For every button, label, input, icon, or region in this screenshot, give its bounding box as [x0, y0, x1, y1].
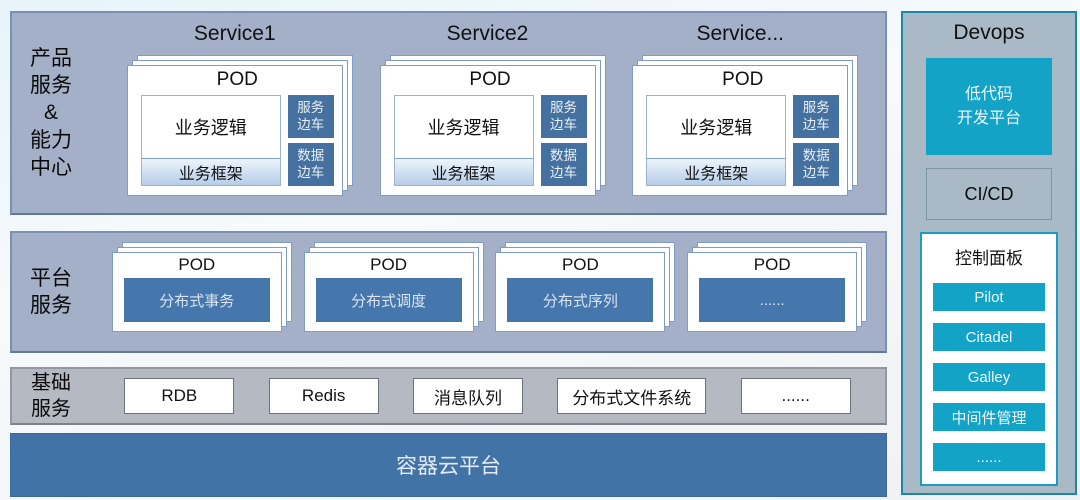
business-container: 业务逻辑 业务框架 [646, 95, 787, 186]
rdb-box: RDB [124, 378, 235, 414]
ellipsis-box: ...... [699, 278, 846, 322]
redis-box: Redis [268, 378, 379, 414]
pod-card: POD 分布式调度 [303, 252, 474, 332]
data-sidecar-box: 数据 边车 [540, 143, 587, 186]
band-label-product: 产品 服务 & 能力 中心 [30, 46, 72, 179]
business-framework-box: 业务框架 [141, 158, 280, 185]
pod-card: POD ...... [687, 252, 858, 332]
ellipsis-box: ...... [740, 378, 851, 414]
service-group-3: Service... POD 业务逻辑 业务框架 服务 边车 [632, 13, 859, 213]
pod-stack: POD 业务逻辑 业务框架 服务 边车 数据 边车 [632, 55, 859, 196]
architecture-diagram: 产品 服务 & 能力 中心 Service1 POD 业务逻辑 业务框架 [10, 11, 887, 497]
pod-body: 业务逻辑 业务框架 服务 边车 数据 边车 [393, 95, 587, 186]
service-group-1: Service1 POD 业务逻辑 业务框架 服务 边车 [126, 13, 353, 213]
pod-card: POD 业务逻辑 业务框架 服务 边车 数据 边车 [126, 65, 343, 196]
service-title: Service... [696, 22, 785, 45]
business-framework-box: 业务框架 [647, 158, 786, 185]
platform-pod-stack: POD ...... [687, 242, 868, 332]
platform-pod-stack: POD 分布式调度 [303, 242, 484, 332]
container-cloud-platform-bar: 容器云平台 [10, 433, 887, 497]
pod-title: POD [469, 69, 511, 90]
middleware-management-box: 中间件管理 [933, 403, 1045, 431]
band-label-platform: 平台 服务 [30, 266, 72, 317]
sidecar-column: 服务 边车 数据 边车 [540, 95, 587, 186]
service-sidecar-box: 服务 边车 [793, 95, 840, 138]
sidecar-column: 服务 边车 数据 边车 [287, 95, 334, 186]
galley-box: Galley [933, 363, 1045, 391]
business-framework-box: 业务框架 [394, 158, 533, 185]
data-sidecar-box: 数据 边车 [287, 143, 334, 186]
pod-body: 业务逻辑 业务框架 服务 边车 数据 边车 [140, 95, 334, 186]
business-logic-box: 业务逻辑 [174, 118, 247, 138]
band-label-basic: 基础 服务 [31, 372, 71, 420]
pod-title: POD [561, 255, 599, 274]
pod-title: POD [753, 255, 791, 274]
pod-body: 业务逻辑 业务框架 服务 边车 数据 边车 [646, 95, 840, 186]
service-sidecar-box: 服务 边车 [287, 95, 334, 138]
band-product-services: 产品 服务 & 能力 中心 Service1 POD 业务逻辑 业务框架 [10, 11, 887, 215]
pod-title: POD [216, 69, 258, 90]
platform-pod-stack: POD 分布式序列 [495, 242, 676, 332]
ellipsis-box: ...... [933, 443, 1045, 471]
lowcode-platform-box: 低代码 开发平台 [926, 58, 1052, 155]
data-sidecar-box: 数据 边车 [793, 143, 840, 186]
message-queue-box: 消息队列 [412, 378, 523, 414]
devops-column: Devops 低代码 开发平台 CI/CD 控制面板 Pilot Citadel… [901, 11, 1077, 495]
distributed-transaction-box: 分布式事务 [123, 278, 270, 322]
pod-title: POD [722, 69, 764, 90]
platform-pod-stack: POD 分布式事务 [111, 242, 292, 332]
pod-stack: POD 业务逻辑 业务框架 服务 边车 数据 边车 [379, 55, 606, 196]
devops-title: Devops [953, 21, 1025, 44]
pod-card: POD 业务逻辑 业务框架 服务 边车 数据 边车 [379, 65, 596, 196]
distributed-scheduler-box: 分布式调度 [315, 278, 462, 322]
distributed-sequence-box: 分布式序列 [507, 278, 654, 322]
platform-pod-row: POD 分布式事务 POD 分布式调度 POD 分布式序列 [90, 242, 885, 332]
service-title: Service2 [446, 22, 529, 45]
business-logic-box: 业务逻辑 [680, 118, 753, 138]
business-logic-box: 业务逻辑 [427, 118, 500, 138]
cicd-box: CI/CD [926, 168, 1052, 220]
business-container: 业务逻辑 业务框架 [140, 95, 281, 186]
citadel-box: Citadel [933, 323, 1045, 351]
business-container: 业务逻辑 业务框架 [393, 95, 534, 186]
sidecar-column: 服务 边车 数据 边车 [793, 95, 840, 186]
basic-service-row: RDB Redis 消息队列 分布式文件系统 ...... [90, 378, 885, 414]
pod-title: POD [178, 255, 216, 274]
band-platform-services: 平台 服务 POD 分布式事务 POD 分布式调度 [10, 231, 887, 353]
band-basic-services: 基础 服务 RDB Redis 消息队列 分布式文件系统 ...... [10, 367, 887, 425]
pod-title: POD [370, 255, 408, 274]
control-panel: 控制面板 Pilot Citadel Galley 中间件管理 ...... [920, 232, 1058, 486]
service-group-2: Service2 POD 业务逻辑 业务框架 服务 边车 [379, 13, 606, 213]
pod-card: POD 业务逻辑 业务框架 服务 边车 数据 边车 [632, 65, 849, 196]
distributed-file-system-box: 分布式文件系统 [557, 378, 707, 414]
pilot-box: Pilot [933, 283, 1045, 311]
control-panel-title: 控制面板 [955, 249, 1023, 268]
pod-card: POD 分布式事务 [111, 252, 282, 332]
service-sidecar-box: 服务 边车 [540, 95, 587, 138]
service-group-row: Service1 POD 业务逻辑 业务框架 服务 边车 [90, 13, 885, 213]
pod-stack: POD 业务逻辑 业务框架 服务 边车 数据 边车 [126, 55, 353, 196]
pod-card: POD 分布式序列 [495, 252, 666, 332]
service-title: Service1 [193, 22, 276, 45]
